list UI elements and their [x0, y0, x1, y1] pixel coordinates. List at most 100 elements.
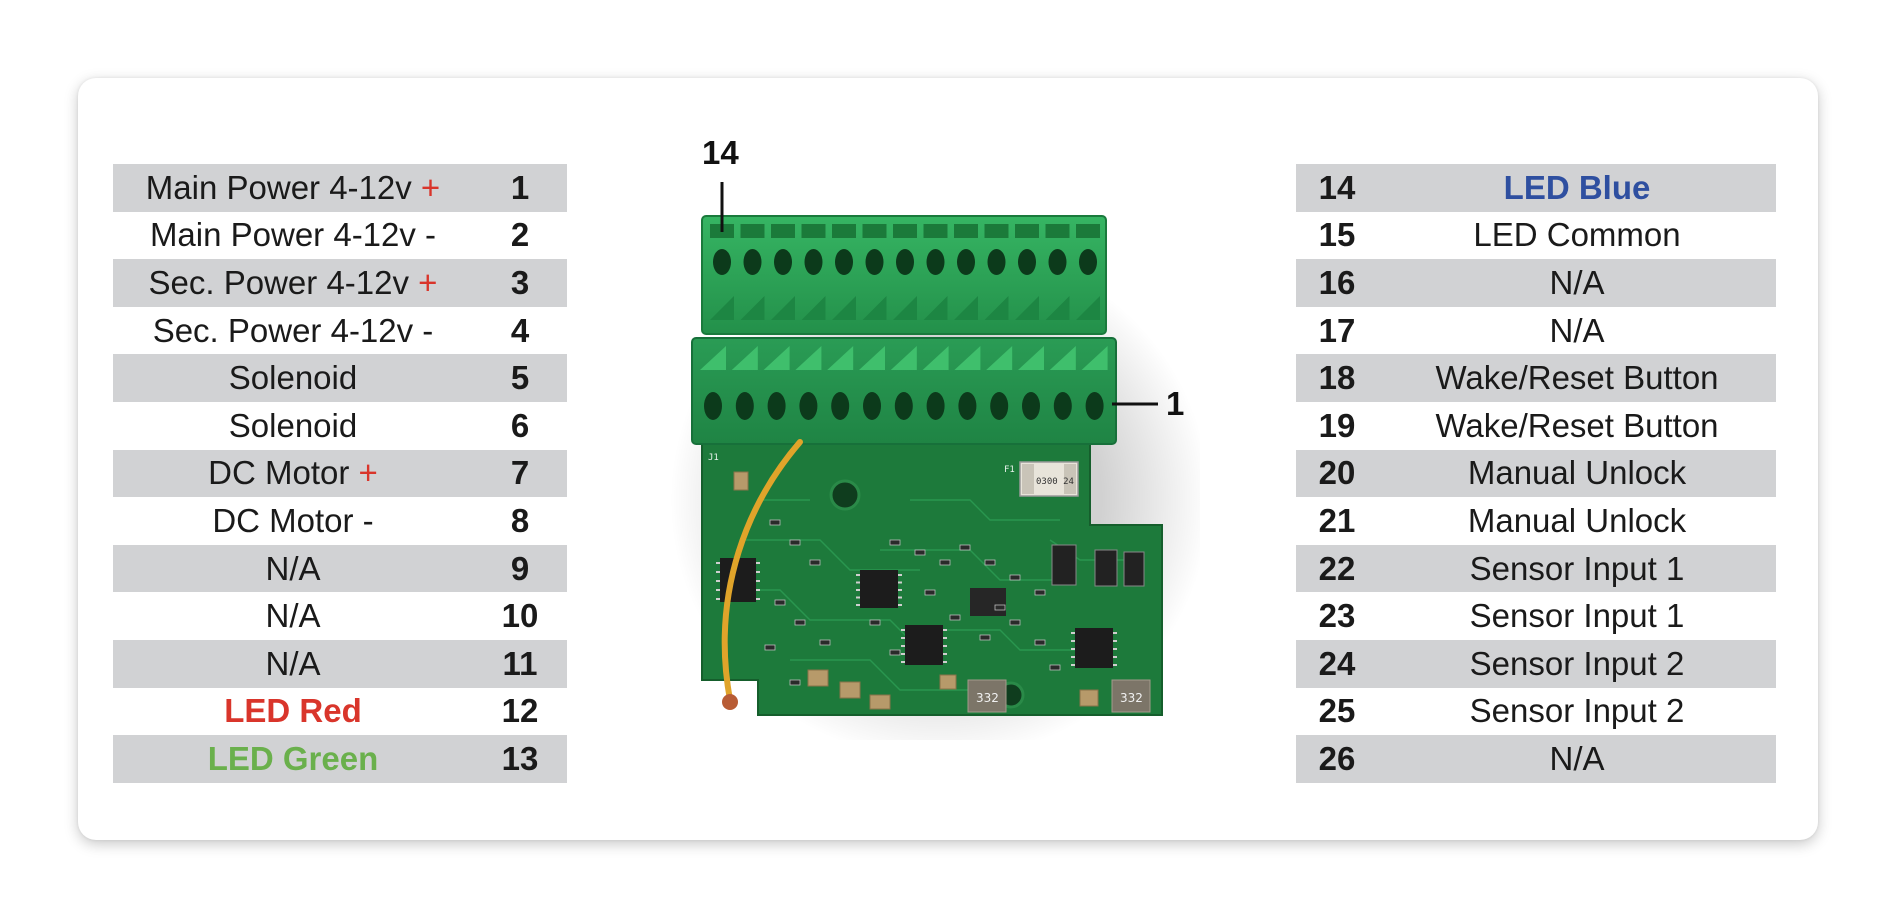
right-pin-row: 20 Manual Unlock — [1296, 449, 1776, 498]
inductor-right — [1111, 679, 1151, 713]
terminal-wire-hole — [990, 392, 1009, 420]
smd-part — [943, 629, 947, 631]
diode-d1 — [1123, 551, 1145, 587]
terminal-lever — [731, 346, 758, 370]
smd-part — [984, 559, 996, 566]
smd-part — [1071, 656, 1075, 658]
pin-label: Main Power 4-12v + — [113, 169, 473, 207]
pin-number: 11 — [502, 644, 538, 682]
smd-part — [716, 562, 720, 564]
smd-part — [1071, 632, 1075, 634]
terminal-lever — [954, 346, 981, 370]
terminal-release-slot — [1015, 224, 1039, 238]
diode-d2 — [1051, 544, 1077, 586]
smd-part — [943, 653, 947, 655]
terminal-wire-hole — [767, 392, 786, 420]
smd-part — [1034, 589, 1046, 596]
smd-part — [898, 574, 902, 576]
terminal-wire-hole — [926, 249, 945, 275]
terminal-lever — [771, 296, 795, 320]
pin-number: 14 — [1318, 168, 1356, 206]
controller-board: F1 0300 24 J1 332 332 — [640, 120, 1210, 760]
terminal-lever — [859, 346, 885, 370]
smd-part — [898, 581, 902, 584]
terminal-wire-hole — [896, 249, 914, 275]
pin-label: Manual Unlock — [1467, 454, 1687, 492]
pin-number: 17 — [1318, 311, 1356, 349]
left-pin-row: DC Motor +7 — [113, 449, 567, 498]
pin-label-text: Main Power 4-12v - — [149, 216, 437, 254]
smd-part — [716, 580, 720, 582]
smd-part — [889, 649, 901, 656]
pin-label: DC Motor - — [113, 502, 473, 540]
pin-number: 4 — [510, 311, 530, 349]
pin-label-text: Solenoid — [228, 359, 358, 397]
pin-label-text: Main Power 4-12v — [145, 168, 412, 206]
pin-label: Main Power 4-12v - — [113, 216, 473, 254]
pin-number: 20 — [1318, 454, 1356, 492]
pin-number: 8 — [510, 501, 530, 539]
smd-part — [789, 679, 801, 686]
pin-number: 6 — [510, 406, 530, 444]
terminal-lever — [1081, 346, 1108, 370]
pin-number: 18 — [1318, 359, 1356, 397]
terminal-wire-hole — [894, 392, 913, 420]
terminal-lever — [986, 346, 1013, 370]
smd-part — [1113, 632, 1117, 634]
terminal-top-slots — [710, 224, 1100, 320]
left-pin-row: Sec. Power 4-12v -4 — [113, 307, 567, 355]
terminal-wire-hole — [1053, 392, 1072, 420]
terminal-release-slot — [893, 224, 917, 238]
pin-label-text: N/A — [265, 549, 321, 587]
terminal-wire-hole — [958, 392, 977, 420]
pin-number: 25 — [1318, 692, 1356, 730]
smd-part — [1049, 664, 1061, 671]
smd-part — [901, 637, 905, 639]
fuse-text: 0300 24 — [1036, 477, 1074, 487]
smd-part — [1113, 656, 1117, 658]
pin-label: Sensor Input 2 — [1469, 692, 1685, 730]
pin-label: Wake/Reset Button — [1435, 359, 1719, 397]
smd-part — [856, 596, 860, 599]
terminal-lever — [890, 346, 917, 370]
terminal-wire-hole — [863, 392, 881, 420]
pin-label: N/A — [113, 550, 473, 588]
terminal-lever — [862, 296, 887, 320]
fuse-end-left — [1022, 464, 1034, 494]
pin-label-text: Solenoid — [228, 406, 358, 444]
board-illustration: F1 0300 24 J1 332 332 — [670, 182, 1210, 760]
pin-label: Solenoid — [113, 407, 473, 445]
terminal-lever — [954, 296, 978, 320]
terminal-wire-hole — [831, 392, 850, 420]
terminal-lever — [1018, 346, 1044, 370]
inductor-right-text: 332 — [1120, 691, 1143, 705]
diode-d4 — [1094, 549, 1118, 587]
pin-label: DC Motor + — [113, 454, 473, 492]
terminal-wire-hole — [804, 249, 823, 275]
ic-u5 — [970, 588, 1006, 616]
terminal-lever — [763, 346, 790, 370]
pin-number: 15 — [1318, 216, 1356, 254]
pcb-body — [701, 439, 1163, 716]
smd-part — [901, 661, 905, 663]
left-pin-row: Main Power 4-12v +1 — [113, 164, 567, 212]
smd-part — [889, 539, 901, 546]
ic-pins — [716, 562, 1117, 666]
terminal-release-slot — [832, 224, 856, 238]
left-pin-row: Solenoid 6 — [113, 402, 567, 450]
smd-part — [856, 574, 860, 576]
terminal-wire-hole — [743, 249, 762, 275]
pin-number: 2 — [510, 216, 530, 254]
terminal-lever — [893, 296, 917, 320]
terminal-lever — [1076, 296, 1100, 320]
jumper-wire — [721, 439, 803, 703]
